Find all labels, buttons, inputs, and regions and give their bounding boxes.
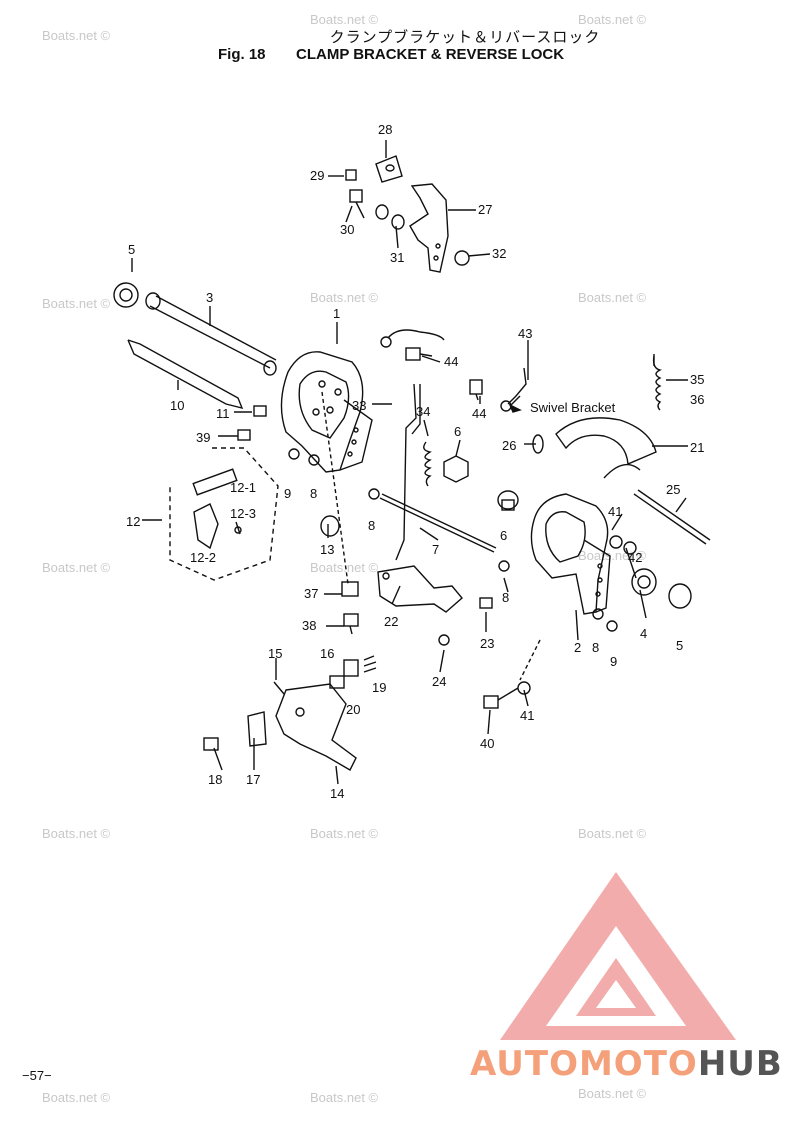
- callout-2: 2: [574, 640, 582, 655]
- watermark: Boats.net ©: [578, 826, 647, 841]
- callout-40: 40: [480, 736, 495, 751]
- swivel-bracket-label: Swivel Bracket: [530, 400, 616, 415]
- callout-35: 35: [690, 372, 705, 387]
- callout-12-1: 12-1: [230, 480, 257, 495]
- callout-19: 19: [372, 680, 387, 695]
- callout-32: 32: [492, 246, 507, 261]
- watermark: Boats.net ©: [310, 1090, 379, 1105]
- callout-38: 38: [302, 618, 317, 633]
- watermark: Boats.net ©: [310, 12, 379, 27]
- figure-number: Fig. 18: [218, 46, 266, 63]
- callout-29: 29: [310, 168, 325, 183]
- watermark: Boats.net ©: [310, 560, 379, 575]
- callout-34: 34: [416, 404, 431, 419]
- callout-4: 4: [640, 626, 648, 641]
- callout-1: 1: [333, 306, 341, 321]
- callout-25: 25: [666, 482, 681, 497]
- logo-mark: [500, 872, 736, 1040]
- callout-21: 21: [690, 440, 705, 455]
- logo-text-part1: AUTOMOTO: [470, 1044, 698, 1084]
- callout-30: 30: [340, 222, 355, 237]
- logo-text: AUTOMOTOHUB: [470, 1044, 783, 1084]
- page-number: −57−: [22, 1068, 52, 1083]
- callout-15: 15: [268, 646, 283, 661]
- callout-39: 39: [196, 430, 211, 445]
- callout-11: 11: [216, 406, 230, 421]
- watermark: Boats.net ©: [578, 290, 647, 305]
- callout-5-upper: 5: [128, 242, 136, 257]
- callout-12-2: 12-2: [190, 550, 217, 565]
- callout-13: 13: [320, 542, 335, 557]
- callout-44-b: 44: [472, 406, 487, 421]
- callout-8-bottom: 8: [592, 640, 600, 655]
- callout-22: 22: [384, 614, 399, 629]
- callout-31: 31: [390, 250, 405, 265]
- callout-20: 20: [346, 702, 361, 717]
- callout-24: 24: [432, 674, 447, 689]
- watermark: Boats.net ©: [578, 12, 647, 27]
- callout-23: 23: [480, 636, 495, 651]
- watermark: Boats.net ©: [42, 28, 111, 43]
- callout-3: 3: [206, 290, 214, 305]
- watermark: Boats.net ©: [42, 296, 111, 311]
- callout-41-upper: 41: [608, 504, 623, 519]
- callout-9-left: 9: [284, 486, 292, 501]
- callout-28: 28: [378, 122, 393, 137]
- callout-7: 7: [432, 542, 440, 557]
- title-japanese: クランプブラケット＆リバースロック: [329, 28, 601, 46]
- callout-8-mid: 8: [368, 518, 376, 533]
- watermark: Boats.net ©: [42, 560, 111, 575]
- callout-14: 14: [330, 786, 345, 801]
- callout-42: 42: [628, 550, 643, 565]
- callout-18: 18: [208, 772, 223, 787]
- callout-5-lower: 5: [676, 638, 684, 653]
- callout-26: 26: [502, 438, 517, 453]
- callout-33: 33: [352, 398, 367, 413]
- watermark: Boats.net ©: [310, 826, 379, 841]
- callout-8-right: 8: [502, 590, 510, 605]
- callout-12-3: 12-3: [230, 506, 257, 521]
- callout-43: 43: [518, 326, 533, 341]
- watermark: Boats.net ©: [42, 826, 111, 841]
- callout-16: 16: [320, 646, 335, 661]
- callout-6-lower: 6: [500, 528, 508, 543]
- callout-41-lower: 41: [520, 708, 535, 723]
- watermark: Boats.net ©: [578, 1086, 647, 1101]
- watermark: Boats.net ©: [42, 1090, 111, 1105]
- callout-37: 37: [304, 586, 319, 601]
- logo-text-part2: HUB: [697, 1044, 783, 1084]
- callout-17: 17: [246, 772, 261, 787]
- figure-title: CLAMP BRACKET & REVERSE LOCK: [296, 46, 565, 63]
- callout-6-upper: 6: [454, 424, 462, 439]
- callout-44-a: 44: [444, 354, 459, 369]
- callout-27: 27: [478, 202, 493, 217]
- callout-36: 36: [690, 392, 705, 407]
- callout-10: 10: [170, 398, 185, 413]
- callout-12: 12: [126, 514, 141, 529]
- callout-9-right: 9: [610, 654, 618, 669]
- watermark: Boats.net ©: [310, 290, 379, 305]
- callout-8-left: 8: [310, 486, 318, 501]
